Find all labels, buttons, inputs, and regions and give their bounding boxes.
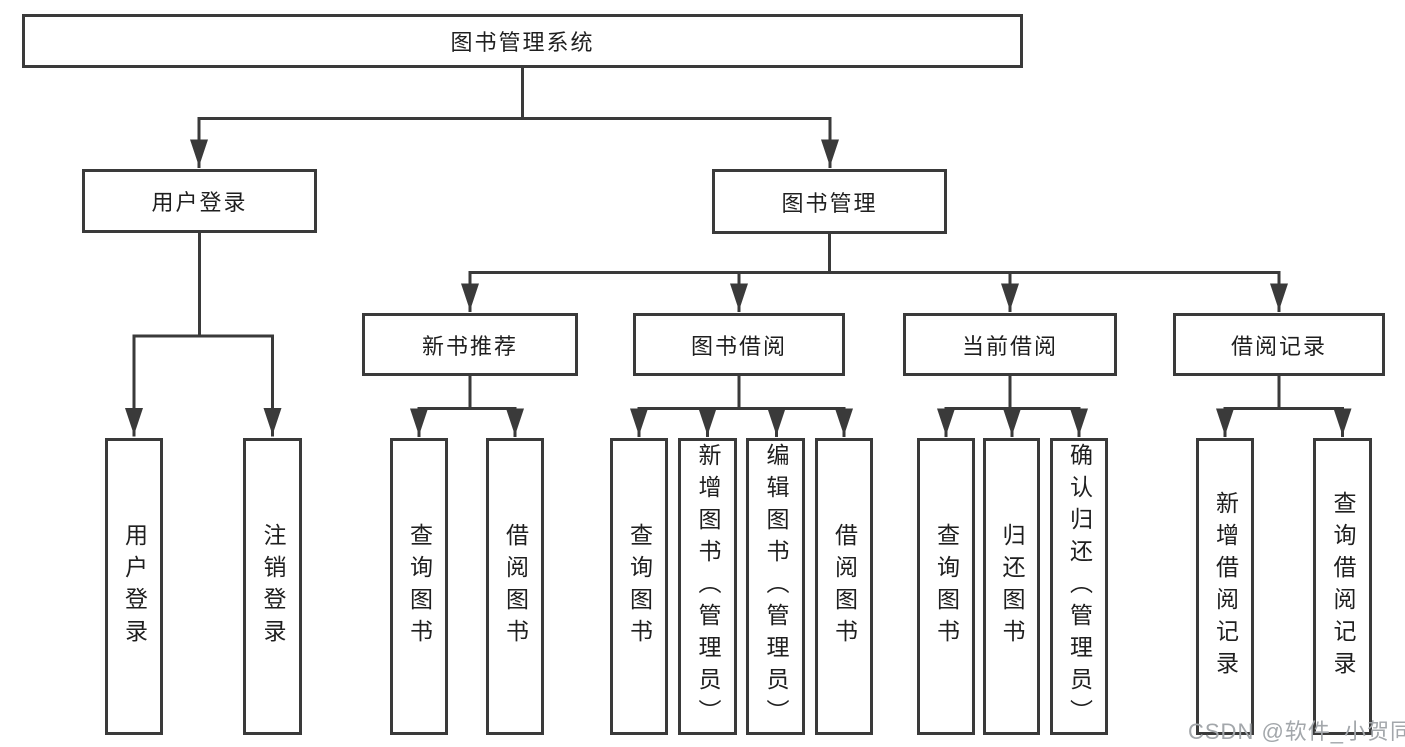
- leaf-newbooks-query: 查询图书: [390, 438, 448, 735]
- leaf-user-login: 用户登录: [105, 438, 163, 735]
- leaf-borrowing-add-admin-label: 新增图书（管理员）: [695, 442, 721, 731]
- leaf-current-return-label: 归还图书: [999, 522, 1025, 651]
- leaf-records-query: 查询借阅记录: [1313, 438, 1372, 735]
- node-root: 图书管理系统: [22, 14, 1023, 68]
- node-borrow-records-label: 借阅记录: [1230, 333, 1327, 359]
- leaf-borrowing-query: 查询图书: [610, 438, 668, 735]
- leaf-current-confirm-return-admin: 确认归还（管理员）: [1050, 438, 1108, 735]
- node-new-book-recommend: 新书推荐: [362, 313, 578, 376]
- node-book-borrowing: 图书借阅: [633, 313, 845, 376]
- node-root-label: 图书管理系统: [450, 30, 595, 55]
- leaf-newbooks-query-label: 查询图书: [406, 522, 433, 651]
- node-user-login-label: 用户登录: [151, 190, 248, 215]
- leaf-borrowing-borrow: 借阅图书: [815, 438, 873, 735]
- leaf-logout-label: 注销登录: [260, 522, 286, 651]
- leaf-logout: 注销登录: [243, 438, 302, 735]
- leaf-borrowing-add-admin: 新增图书（管理员）: [678, 438, 737, 735]
- leaf-current-confirm-return-admin-label: 确认归还（管理员）: [1066, 442, 1093, 731]
- leaf-newbooks-borrow: 借阅图书: [486, 438, 544, 735]
- node-book-management: 图书管理: [712, 169, 947, 234]
- leaf-current-return: 归还图书: [983, 438, 1040, 735]
- node-book-management-label: 图书管理: [781, 190, 878, 216]
- leaf-borrowing-edit-admin: 编辑图书（管理员）: [746, 438, 805, 735]
- leaf-records-query-label: 查询借阅记录: [1330, 490, 1356, 683]
- leaf-records-add-label: 新增借阅记录: [1212, 490, 1239, 683]
- node-user-login: 用户登录: [82, 169, 317, 233]
- leaf-borrowing-edit-admin-label: 编辑图书（管理员）: [763, 442, 789, 731]
- leaf-records-add: 新增借阅记录: [1196, 438, 1254, 735]
- node-current-borrowing: 当前借阅: [903, 313, 1117, 376]
- leaf-borrowing-borrow-label: 借阅图书: [831, 522, 858, 651]
- leaf-current-query-label: 查询图书: [933, 522, 960, 651]
- leaf-user-login-label: 用户登录: [121, 522, 148, 651]
- node-book-borrowing-label: 图书借阅: [690, 333, 787, 359]
- node-new-book-recommend-label: 新书推荐: [421, 333, 518, 359]
- node-borrow-records: 借阅记录: [1173, 313, 1385, 376]
- csdn-watermark: CSDN @软件_小贺同学: [1188, 719, 1405, 744]
- leaf-newbooks-borrow-label: 借阅图书: [502, 522, 529, 651]
- node-current-borrowing-label: 当前借阅: [961, 333, 1058, 359]
- leaf-borrowing-query-label: 查询图书: [626, 522, 653, 651]
- leaf-current-query: 查询图书: [917, 438, 975, 735]
